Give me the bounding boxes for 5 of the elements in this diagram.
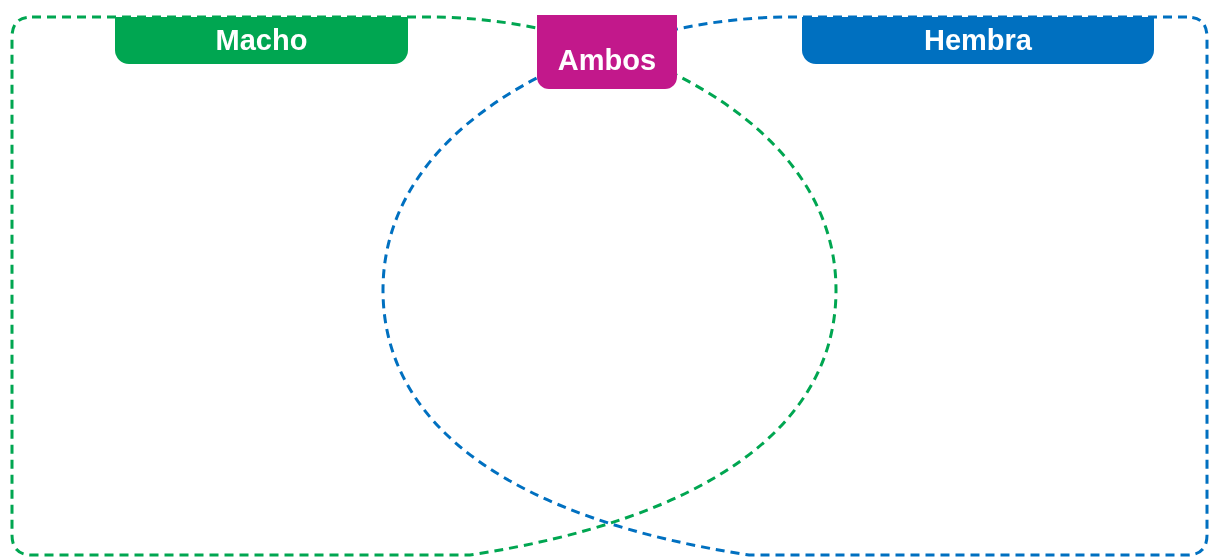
heading-tab: Hembra (802, 17, 1154, 64)
heading-tab: Ambos (537, 15, 677, 89)
venn-region (383, 17, 1207, 555)
venn-region (12, 17, 836, 555)
heading-tab: Macho (115, 17, 408, 64)
